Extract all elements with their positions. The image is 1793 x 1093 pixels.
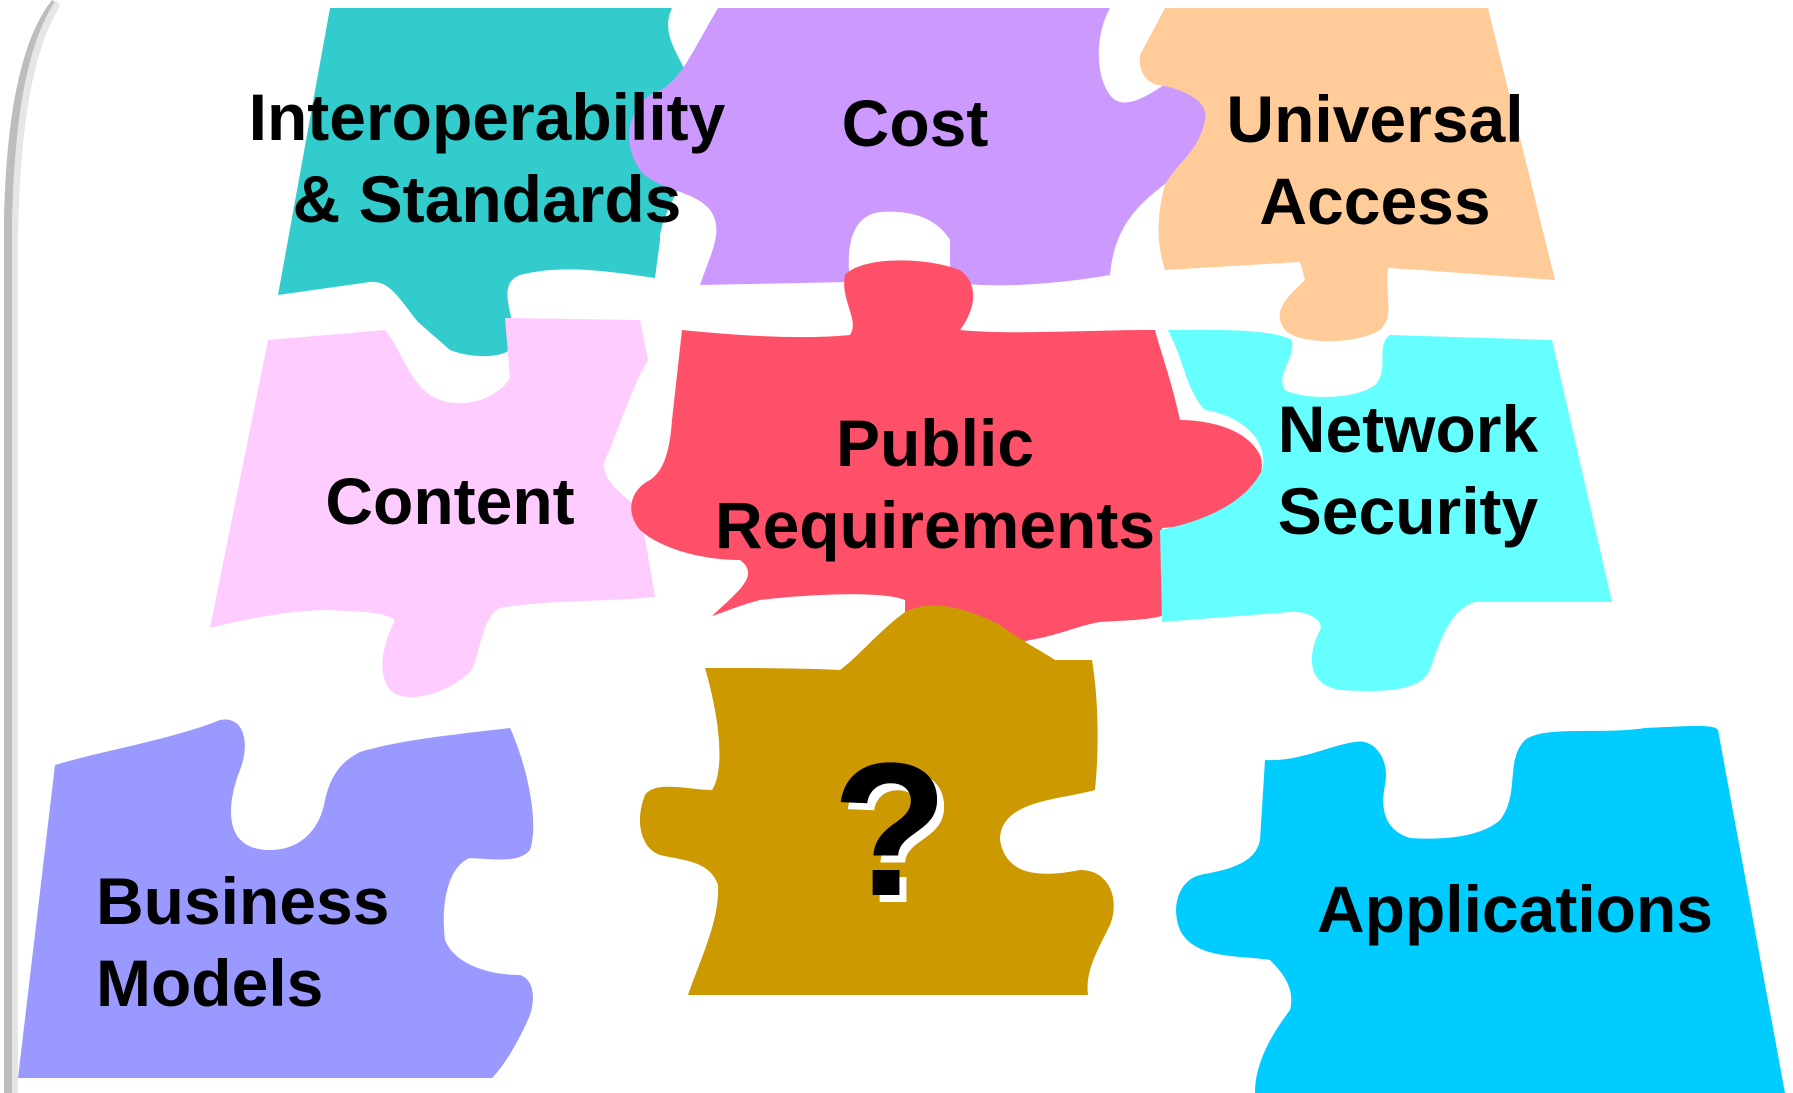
piece-cost bbox=[629, 8, 1210, 286]
label-cost: Cost bbox=[841, 86, 989, 160]
label-public-requirements: Public Requirements bbox=[714, 406, 1156, 562]
label-applications: Applications bbox=[1316, 872, 1714, 946]
label-network-security: Network Security bbox=[1277, 392, 1539, 548]
piece-interoperability bbox=[278, 8, 699, 357]
piece-unknown bbox=[640, 605, 1114, 995]
label-business-models: Business Models bbox=[96, 864, 390, 1020]
piece-content bbox=[210, 318, 655, 698]
label-content: Content bbox=[325, 464, 575, 538]
label-interoperability: Interoperability & Standards bbox=[248, 80, 726, 236]
piece-applications bbox=[1176, 725, 1785, 1093]
piece-public-requirements bbox=[631, 260, 1262, 650]
label-question-mark: ? bbox=[832, 724, 949, 936]
piece-universal-access bbox=[1139, 8, 1555, 342]
piece-business-models bbox=[18, 719, 534, 1078]
slide-frame-curve bbox=[4, 0, 60, 1093]
piece-network-security bbox=[1160, 329, 1612, 691]
label-universal-access: Universal Access bbox=[1226, 82, 1524, 238]
